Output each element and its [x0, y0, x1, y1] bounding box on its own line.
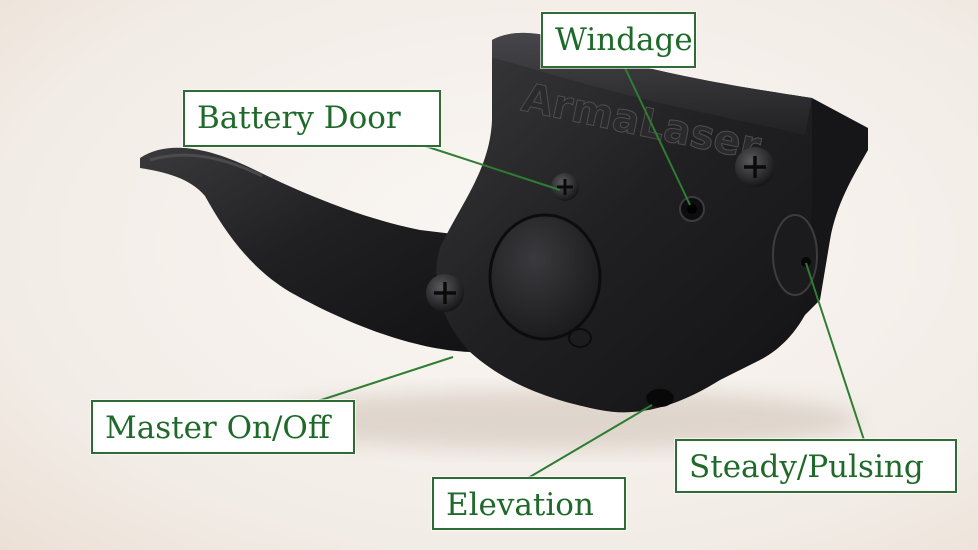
steady-pulsing-button: [772, 214, 818, 296]
label-master-on-off: Master On/Off: [91, 400, 355, 454]
leader-steady-pulsing: [805, 262, 865, 441]
leader-windage: [624, 67, 691, 206]
leader-battery-door: [424, 145, 561, 191]
drop-shadow: [260, 390, 860, 450]
battery-door-tab: [568, 328, 592, 348]
label-battery-door: Battery Door: [183, 90, 441, 147]
label-elevation: Elevation: [432, 477, 626, 530]
label-elevation-text: Elevation: [446, 487, 594, 523]
label-steady-pulsing: Steady/Pulsing: [675, 439, 957, 493]
label-windage: Windage: [541, 12, 696, 68]
battery-door-screw: [551, 173, 579, 201]
label-battery-door-text: Battery Door: [197, 100, 401, 136]
front-screw: [735, 147, 775, 187]
rear-screw: [426, 274, 464, 312]
leader-elevation: [527, 404, 653, 479]
windage-adjust-core: [687, 204, 697, 214]
battery-door-cap: [488, 213, 602, 341]
leader-master-on-off: [314, 356, 454, 403]
elevation-adjust-hole: [646, 389, 674, 407]
steady-pulsing-hole: [801, 257, 811, 267]
label-master-on-off-text: Master On/Off: [105, 410, 330, 446]
trigger-guard-arm: [140, 147, 500, 352]
trigger-guard-ridge: [149, 153, 263, 178]
label-windage-text: Windage: [555, 22, 693, 58]
label-steady-pulsing-text: Steady/Pulsing: [689, 449, 924, 485]
